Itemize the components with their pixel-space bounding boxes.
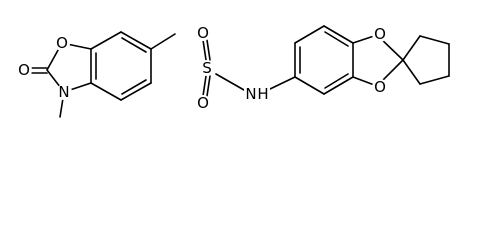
atom-o-ring: O: [54, 34, 70, 52]
atom-n-methyl: N: [56, 83, 72, 101]
bond-a5-a6-inner: [324, 73, 349, 89]
atom-o-carbonyl: O: [16, 61, 32, 79]
atom-o-sulfonyl-top-text: O: [197, 24, 209, 42]
bond-n-aryl: [269, 76, 296, 90]
bond-s-o-bottom-a: [202, 75, 207, 97]
atom-nh: N H: [244, 85, 270, 103]
bond-spiro-cp2: [402, 35, 421, 61]
bond-c5-c4-inner: [121, 79, 147, 95]
atom-o-sulfonyl-top: O: [195, 24, 211, 42]
bond-c6-s: [150, 33, 176, 50]
atom-o-dioxole-bottom-text: O: [374, 78, 386, 96]
atom-o-sulfonyl-bottom: O: [195, 94, 211, 112]
atom-o-dioxole-top-text: O: [374, 25, 386, 43]
bond-a5-a6: [323, 76, 354, 95]
bond-layer: [31, 25, 450, 118]
bond-s-n: [215, 73, 245, 91]
atom-h-text: H: [257, 85, 268, 103]
atom-o-sulfonyl-bottom-text: O: [197, 94, 209, 112]
bond-c7-c6-inner: [121, 37, 147, 53]
atom-label-layer: O O N S O O N H O: [16, 24, 388, 112]
molecule-structure-diagram: O O N S O O N H O: [16, 24, 450, 118]
bond-c7a-c7: [90, 31, 122, 50]
bond-cp2-cp3: [419, 35, 450, 45]
bond-a3-a4-inner: [324, 31, 349, 47]
bond-c4-c3a: [90, 82, 122, 101]
bond-a2-a3: [294, 25, 325, 44]
bond-s-o-top-b: [206, 39, 211, 61]
bond-a3-a4: [323, 25, 354, 44]
bond-cp4-cp5: [419, 75, 450, 85]
atom-s-sulfonyl: S: [199, 59, 215, 77]
bond-a6-a1: [294, 76, 325, 95]
bond-c5-c4: [120, 82, 152, 101]
atom-s-sulfonyl-text: S: [202, 59, 212, 77]
bond-s-o-top-a: [202, 39, 207, 61]
bond-cp5-spiro: [402, 59, 421, 85]
atom-o-ring-text: O: [56, 34, 68, 52]
atom-o-carbonyl-text: O: [18, 61, 30, 79]
atom-n-text: N: [245, 85, 256, 103]
atom-o-dioxole-top: O: [372, 25, 388, 43]
atom-o-dioxole-bottom: O: [372, 78, 388, 96]
bond-s-o-bottom-b: [206, 75, 211, 97]
atom-n-methyl-text: N: [58, 83, 69, 101]
bond-c7-c6: [120, 31, 152, 50]
